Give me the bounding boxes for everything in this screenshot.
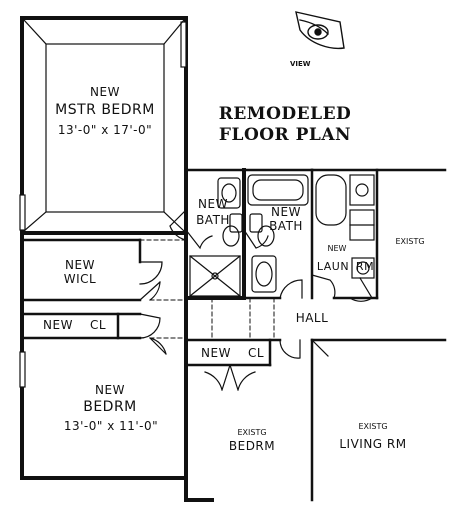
tray-ceiling	[23, 19, 185, 232]
master-bedroom-label-line1: NEW	[90, 85, 120, 99]
view-symbol	[295, 11, 345, 50]
existg-bedroom-label-line2: BEDRM	[228, 439, 276, 453]
door-swings	[139, 209, 373, 391]
laundry-label-line3: RM	[355, 260, 375, 273]
new-cl-mid-label-line1: NEW	[201, 346, 231, 360]
bedroom-label-line2: BEDRM	[83, 399, 137, 415]
windows	[19, 21, 187, 388]
wicl-label-line2: WICL	[63, 272, 97, 286]
new-cl-left-label-line2: CL	[89, 318, 107, 332]
existg-bedroom-label-line1: EXISTG	[237, 428, 267, 437]
bath1-label-line1: NEW	[198, 197, 228, 211]
bath2-label-line2: BATH	[269, 219, 303, 233]
bedroom-size: 13'-0" x 11'-0"	[63, 419, 159, 433]
new-cl-left-label-line1: NEW	[43, 318, 73, 332]
laundry-label-line2: LAUN	[316, 260, 350, 273]
bath2-label-line1: NEW	[271, 205, 301, 219]
exterior-walls	[20, 16, 246, 502]
plan-title-line1: REMODELED	[218, 104, 352, 124]
existg-living-label-line2: LIVING RM	[339, 437, 407, 451]
plan-title-line2: FLOOR PLAN	[218, 125, 352, 145]
hall-label: HALL	[295, 311, 329, 325]
master-bedroom-label-line2: MSTR BEDRM	[55, 102, 155, 118]
fixtures	[189, 174, 375, 297]
bath1-label-line2: BATH	[196, 213, 230, 227]
interior-walls	[20, 168, 447, 502]
hall-openings	[139, 239, 275, 341]
laundry-label-line1: NEW	[327, 244, 347, 253]
master-bedroom-size: 13'-0" x 17'-0"	[57, 123, 153, 137]
bedroom-label-line1: NEW	[95, 383, 125, 397]
existg-right-label: EXISTG	[395, 237, 425, 246]
new-cl-mid-label-line2: CL	[247, 346, 265, 360]
wicl-label-line1: NEW	[65, 258, 95, 272]
existg-living-label-line1: EXISTG	[358, 422, 388, 431]
view-label: VIEW	[290, 60, 311, 68]
